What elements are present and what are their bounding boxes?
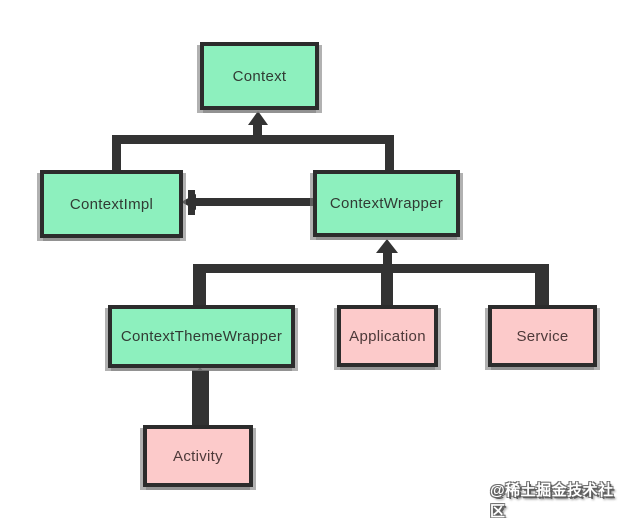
- node-activity-label: Activity: [173, 447, 223, 465]
- node-activity: Activity: [143, 425, 253, 487]
- arrowhead-into-contextthemewrapper-icon: [193, 367, 207, 376]
- edge-activity-to-contextthemewrapper: [192, 370, 209, 425]
- edge-drop-to-contextimpl: [112, 135, 121, 171]
- edge-contextwrapper-children-bar: [193, 264, 548, 273]
- node-contextwrapper-label: ContextWrapper: [329, 195, 444, 212]
- arrowhead-into-context-icon: [248, 111, 268, 125]
- node-application-label: Application: [349, 327, 426, 345]
- arrowhead-into-contextwrapper-icon: [376, 239, 398, 253]
- node-service: Service: [488, 305, 597, 367]
- edge-context-stem: [253, 123, 262, 137]
- edge-contextwrapper-to-contextimpl: [194, 198, 315, 206]
- node-contextthemewrapper-label: ContextThemeWrapper: [120, 328, 283, 345]
- node-context-label: Context: [232, 67, 287, 85]
- node-application: Application: [337, 305, 438, 367]
- arrowhead-into-contextimpl-icon: [181, 194, 196, 210]
- edge-drop-to-contextthemewrapper: [193, 264, 206, 305]
- node-context: Context: [200, 42, 319, 110]
- node-contextthemewrapper: ContextThemeWrapper: [108, 305, 295, 368]
- edge-contextwrapper-stem: [383, 251, 392, 266]
- node-contextwrapper: ContextWrapper: [313, 170, 460, 237]
- edge-drop-to-application: [381, 264, 393, 305]
- edge-context-children-bar: [112, 135, 394, 144]
- node-contextimpl-label: ContextImpl: [69, 195, 154, 213]
- edge-drop-to-service: [535, 264, 549, 305]
- juejin-watermark: @稀土掘金技术社区: [490, 482, 614, 518]
- node-contextimpl: ContextImpl: [40, 170, 183, 238]
- node-service-label: Service: [516, 327, 569, 345]
- edge-drop-to-contextwrapper: [385, 135, 394, 171]
